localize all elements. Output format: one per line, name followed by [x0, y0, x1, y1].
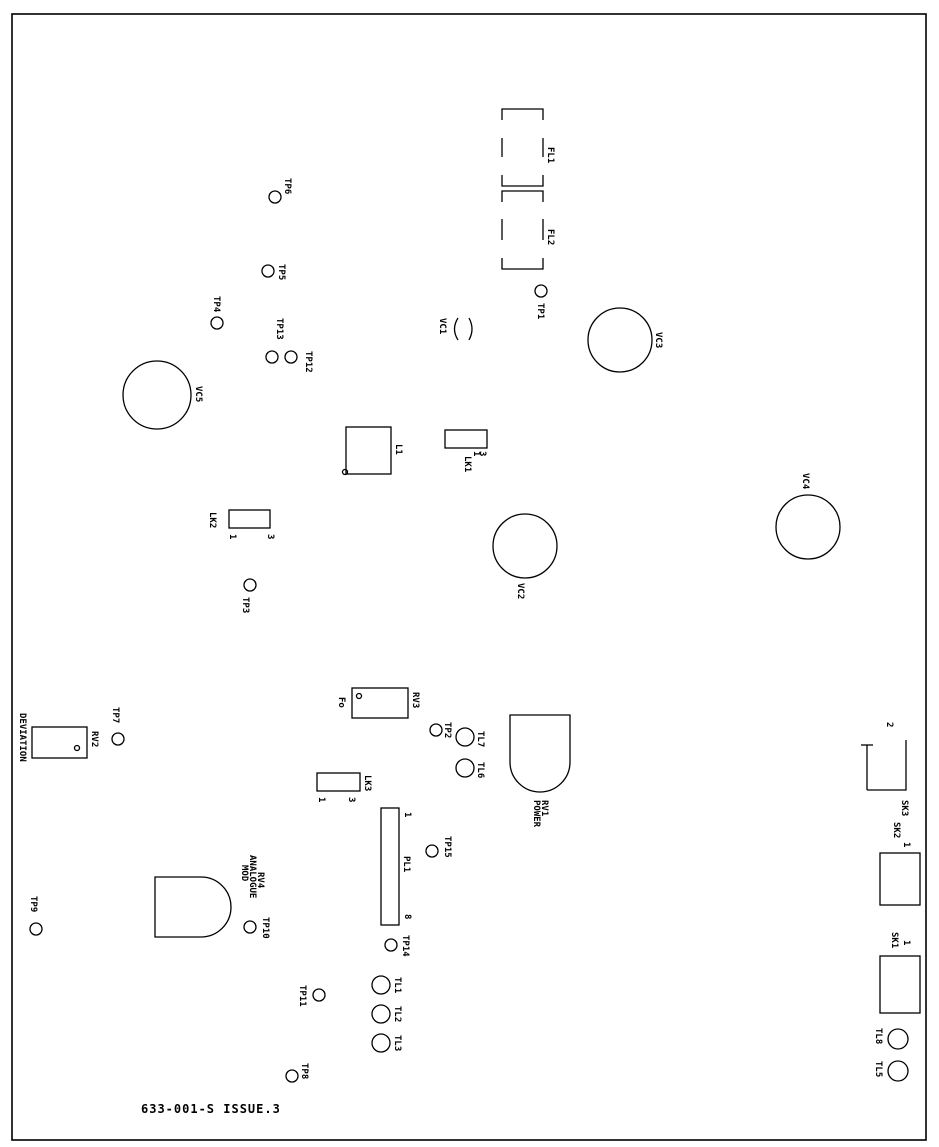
tp6-test-point: TP6: [269, 178, 292, 203]
tp14-label: TP14: [400, 935, 410, 957]
vc2-label: VC2: [515, 583, 525, 599]
vc2-capacitor: VC2: [493, 514, 557, 599]
rv1-potentiometer: RV1 POWER: [510, 715, 570, 828]
l1-inductor: L1: [343, 427, 404, 475]
tp13-test-point: TP13: [266, 318, 284, 363]
tp4-label: TP4: [211, 296, 221, 313]
vc3-capacitor: VC3: [588, 308, 663, 372]
rv3-mark: Fo: [336, 697, 346, 708]
lk1-label: LK1: [462, 456, 472, 472]
tp7-test-point: TP7: [110, 707, 124, 745]
tl3-terminal: TL3: [372, 1034, 402, 1052]
tl8-label: TL8: [873, 1028, 883, 1044]
tp3-label: TP3: [240, 597, 250, 613]
fl1-filter: FL1: [502, 109, 555, 186]
tl6-label: TL6: [475, 762, 485, 778]
lk3-pin1-label: 1: [316, 797, 326, 802]
vc5-label: VC5: [193, 386, 203, 402]
lk2-pin3-label: 3: [265, 534, 275, 539]
tp11-test-point: TP11: [297, 985, 325, 1007]
fl2-filter: FL2: [502, 191, 555, 269]
drawing-number: 633-001-S ISSUE.3: [141, 1102, 281, 1116]
tl5-label: TL5: [873, 1061, 883, 1077]
tp1-label: TP1: [535, 303, 545, 319]
tp4-test-point: TP4: [211, 296, 223, 329]
fl1-label: FL1: [545, 147, 555, 163]
rv2-label: RV2: [89, 731, 99, 747]
pl1-connector: PL1 1 8: [381, 808, 412, 925]
tl6-terminal: TL6: [456, 759, 485, 778]
rv2-desc: DEVIATION: [17, 713, 27, 762]
tp9-test-point: TP9: [28, 896, 42, 935]
lk2-pin1-label: 1: [227, 534, 237, 539]
tp5-test-point: TP5: [262, 264, 286, 280]
rv3-preset: RV3 Fo: [336, 688, 420, 718]
sk2-pin1-label: 1: [901, 842, 911, 847]
tp3-test-point: TP3: [240, 579, 256, 613]
vc4-label: VC4: [800, 473, 810, 490]
lk2-label: LK2: [207, 512, 217, 528]
sk3-label: SK3: [899, 800, 909, 816]
tl3-label: TL3: [392, 1035, 402, 1051]
sk3-pin2-label: 2: [884, 722, 894, 727]
lk3-pin3-label: 3: [346, 797, 356, 802]
rv2-preset: RV2 DEVIATION: [17, 713, 99, 762]
tp12-test-point: TP12: [285, 351, 313, 373]
tl2-terminal: TL2: [372, 1005, 402, 1023]
sk2-label: SK2: [891, 822, 901, 838]
lk1-link: LK1 1 3: [445, 430, 487, 472]
tp2-test-point: TP2: [430, 722, 452, 738]
fl2-label: FL2: [545, 229, 555, 245]
tl7-terminal: TL7: [456, 728, 485, 747]
lk2-link: LK2 1 3: [207, 510, 275, 539]
tp5-label: TP5: [276, 264, 286, 280]
vc4-capacitor: VC4: [776, 473, 840, 559]
tp12-label: TP12: [303, 351, 313, 373]
tl8-terminal: TL8: [873, 1028, 908, 1049]
rv1-desc: POWER: [531, 800, 541, 828]
pl1-pin-last: 8: [402, 914, 412, 919]
board-outline: [12, 14, 926, 1140]
tp8-test-point: TP8: [286, 1063, 309, 1082]
tp2-label: TP2: [442, 722, 452, 738]
tp9-label: TP9: [28, 896, 38, 912]
tl5-terminal: TL5: [873, 1061, 908, 1081]
tp10-label: TP10: [260, 917, 270, 939]
l1-label: L1: [393, 444, 403, 455]
sk2-socket: SK2 1: [880, 822, 920, 905]
rv3-label: RV3: [410, 692, 420, 708]
rv4-desc-2: MOD: [239, 865, 249, 882]
lk3-label: LK3: [362, 775, 372, 791]
pl1-label: PL1: [401, 856, 411, 872]
sk1-label: SK1: [889, 932, 899, 948]
tp11-label: TP11: [297, 985, 307, 1007]
tp8-label: TP8: [299, 1063, 309, 1079]
lk3-link: LK3 1 3: [316, 773, 372, 802]
tp1-test-point: TP1: [535, 285, 547, 319]
vc1-label: VC1: [437, 318, 447, 334]
pl1-pin-first: 1: [402, 812, 412, 817]
tl2-label: TL2: [392, 1006, 402, 1022]
tp13-label: TP13: [274, 318, 284, 340]
vc5-capacitor: VC5: [123, 361, 203, 429]
tp14-test-point: TP14: [385, 935, 410, 957]
tp6-label: TP6: [282, 178, 292, 194]
sk3-socket: 2 SK3: [861, 722, 909, 816]
tl1-label: TL1: [392, 977, 402, 993]
tp10-test-point: TP10: [244, 917, 270, 939]
sk1-socket: SK1 1: [880, 932, 920, 1013]
lk1-pin3-label: 3: [477, 451, 487, 456]
sk1-pin1-label: 1: [901, 940, 911, 945]
tl1-terminal: TL1: [372, 976, 402, 994]
vc1-capacitor: VC1: [437, 318, 472, 340]
tl7-label: TL7: [475, 731, 485, 747]
vc3-label: VC3: [653, 332, 663, 348]
tp15-label: TP15: [442, 836, 452, 858]
tp7-label: TP7: [110, 707, 120, 723]
rv4-potentiometer: RV4 ANALOGUE MOD: [155, 855, 265, 937]
tp15-test-point: TP15: [426, 836, 452, 858]
